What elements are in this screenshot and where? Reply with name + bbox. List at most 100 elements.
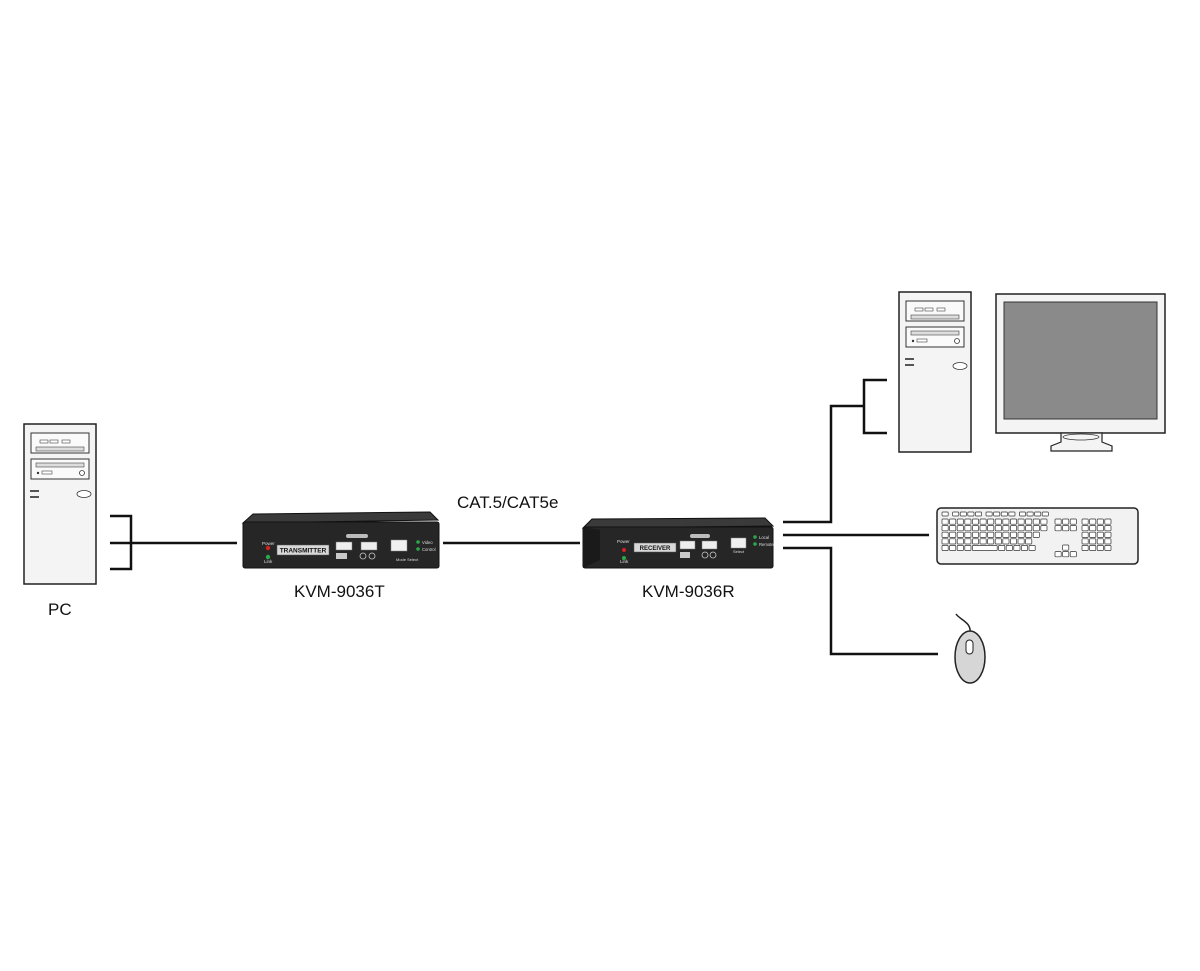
keyboard-key (949, 518, 957, 525)
keyboard-key (1034, 511, 1042, 517)
transmitter-unit: Power Link TRANSMITTER Mode Select Video… (241, 511, 440, 569)
keyboard-key (1062, 544, 1070, 551)
tx-link-label: Link (264, 559, 273, 564)
keyboard-key (1089, 525, 1097, 532)
keyboard-key (1062, 518, 1070, 525)
keyboard-key (964, 518, 972, 525)
keyboard-key (1054, 551, 1062, 558)
keyboard-key (964, 531, 972, 538)
keyboard-key (1096, 525, 1104, 532)
keyboard-key (1028, 545, 1036, 551)
rx-remote-label: Remote (759, 542, 774, 547)
keyboard-key (1089, 531, 1097, 538)
keyboard-key (1013, 545, 1021, 551)
keyboard-key (1005, 545, 1013, 551)
tx-name-plate: TRANSMITTER (280, 548, 327, 555)
monitor-icon (995, 293, 1166, 452)
rx-link-label: Link (620, 559, 629, 564)
keyboard-key (1096, 545, 1104, 551)
keyboard-key (1032, 525, 1040, 532)
keyboard-key (1002, 531, 1010, 538)
keyboard-key (1096, 531, 1104, 538)
cable-type-label: CAT.5/CAT5e (457, 493, 559, 512)
keyboard-key (1096, 538, 1104, 545)
keyboard-key (949, 538, 957, 545)
keyboard-key (949, 531, 957, 538)
keyboard-key (956, 545, 964, 551)
keyboard-key (994, 525, 1002, 532)
keyboard-key (1025, 538, 1033, 545)
keyboard-key (1104, 518, 1112, 525)
keyboard-key (1025, 531, 1033, 538)
keyboard-key (941, 531, 949, 538)
keyboard-key (979, 518, 987, 525)
keyboard-key (1017, 531, 1025, 538)
keyboard-key (985, 511, 993, 517)
keyboard-key (1062, 551, 1070, 558)
keyboard-key (956, 531, 964, 538)
keyboard-key (1089, 518, 1097, 525)
keyboard-key (941, 511, 949, 517)
keyboard-key (979, 531, 987, 538)
rx-name-plate: RECEIVER (640, 546, 671, 552)
keyboard-key (1008, 511, 1016, 517)
tx-control-label: Control (422, 547, 436, 552)
keyboard-key (972, 531, 979, 538)
keyboard-key (1081, 538, 1089, 545)
keyboard-key (994, 531, 1002, 538)
keyboard-key (972, 518, 979, 525)
tx-video-label: Video (422, 540, 433, 545)
keyboard-key (1025, 525, 1033, 532)
keyboard-key (1025, 518, 1033, 525)
keyboard-key (979, 538, 987, 545)
keyboard-key (967, 511, 975, 517)
keyboard-key (1032, 518, 1040, 525)
keyboard-key (1104, 525, 1112, 532)
keyboard-key (964, 538, 972, 545)
keyboard-key (949, 525, 957, 532)
keyboard-key (1104, 531, 1112, 538)
keyboard-key (1104, 538, 1112, 545)
keyboard-key (1026, 511, 1034, 517)
keyboard-key (1081, 545, 1089, 551)
keyboard-key (1081, 531, 1089, 538)
keyboard-key (1019, 511, 1026, 517)
keyboard-key (1002, 518, 1010, 525)
keyboard-key (993, 511, 1001, 517)
keyboard-key (1069, 551, 1077, 558)
keyboard-key (964, 545, 972, 551)
tx-power-label: Power (262, 541, 275, 546)
tx-mode-select-label: Mode Select (396, 557, 419, 562)
keyboard-key (1096, 518, 1104, 525)
mouse-icon (954, 613, 986, 684)
receiver-model-label: KVM-9036R (642, 582, 735, 601)
keyboard-key (1040, 518, 1048, 525)
keyboard-key (1017, 538, 1025, 545)
rx-local-label: Local (759, 535, 769, 540)
keyboard-key (987, 518, 995, 525)
keyboard-icon (936, 507, 1139, 565)
keyboard-key (1017, 525, 1025, 532)
keyboard-key (941, 518, 949, 525)
keyboard-key (1081, 525, 1089, 532)
keyboard-key (964, 525, 972, 532)
keyboard-key (1069, 518, 1077, 525)
keyboard-key (1002, 525, 1010, 532)
keyboard-key (1002, 538, 1010, 545)
keyboard-key (987, 538, 995, 545)
pc-label: PC (48, 600, 72, 619)
keyboard-key (1054, 525, 1062, 532)
keyboard-key (1089, 538, 1097, 545)
keyboard-key (987, 531, 995, 538)
keyboard-key (949, 545, 957, 551)
keyboard-key (998, 545, 1006, 551)
transmitter-model-label: KVM-9036T (294, 582, 385, 601)
keyboard-key (1017, 518, 1025, 525)
keyboard-key (975, 511, 982, 517)
keyboard-key (1069, 525, 1077, 532)
keyboard-key (1010, 531, 1017, 538)
keyboard-key (956, 538, 964, 545)
keyboard-key (941, 545, 949, 551)
keyboard-key (941, 538, 949, 545)
